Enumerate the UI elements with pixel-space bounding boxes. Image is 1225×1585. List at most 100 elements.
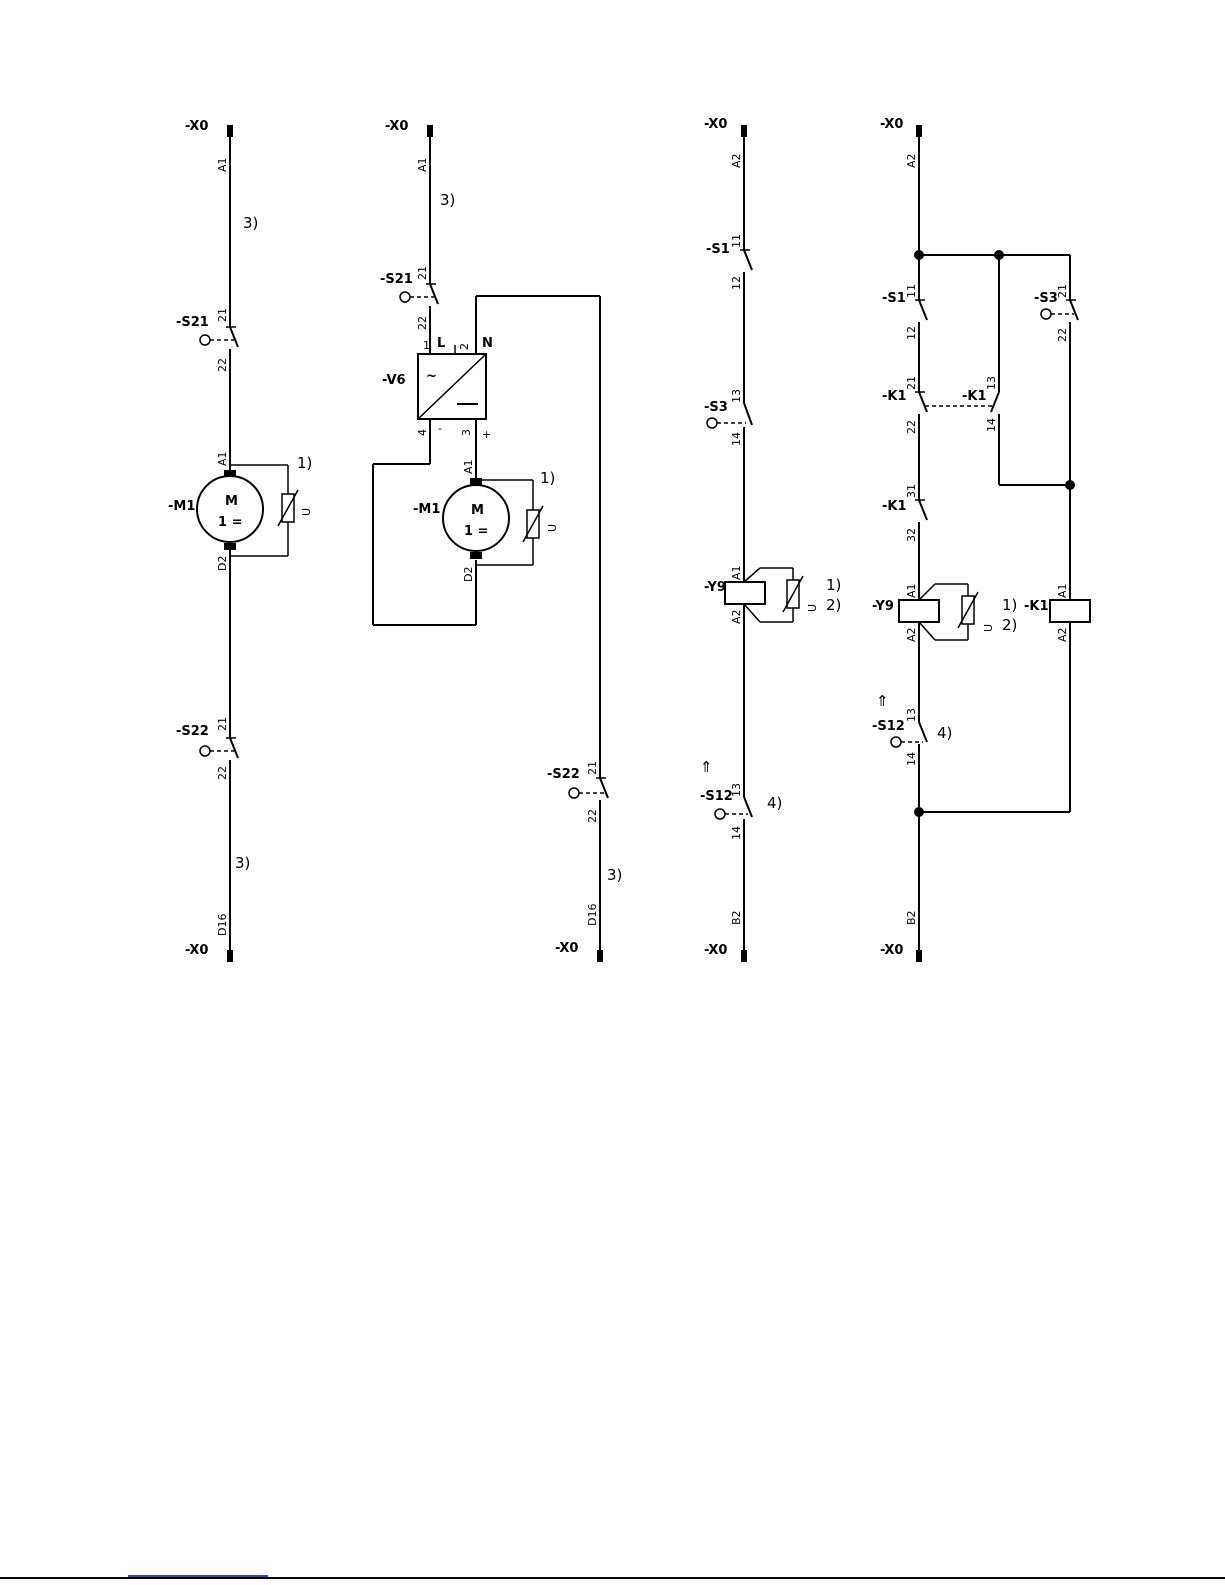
brake-coil-y9: -Y9 A1 A2 U 1) 2) bbox=[872, 583, 1017, 722]
varistor-label: U bbox=[546, 524, 559, 532]
varistor-label: U bbox=[300, 508, 313, 516]
motor-rating: 1 = bbox=[464, 524, 488, 539]
actuator-icon bbox=[890, 736, 902, 748]
svg-text:12: 12 bbox=[905, 326, 918, 340]
device-label: -M1 bbox=[168, 499, 195, 514]
pin-label: D2 bbox=[216, 556, 229, 571]
device-label: -S3 bbox=[1034, 291, 1058, 306]
device-label: -K1 bbox=[882, 499, 907, 514]
svg-text:14: 14 bbox=[730, 432, 743, 446]
svg-text:B2: B2 bbox=[730, 910, 743, 925]
contactor-k1-coil: -K1 A1 A2 bbox=[914, 583, 1091, 817]
switch-s3: -S3 13 14 bbox=[704, 389, 753, 582]
device-label: -S12 bbox=[872, 719, 905, 734]
limit-switch-s22: -S22 21 22 bbox=[176, 717, 239, 950]
terminal-label: -X0 bbox=[704, 943, 727, 958]
svg-text:+: + bbox=[482, 428, 491, 441]
svg-text:2: 2 bbox=[458, 343, 471, 350]
motor-m1: A1 -M1 M 1 = D2 U 1) bbox=[413, 459, 559, 582]
terminal-bottom bbox=[916, 950, 922, 962]
junction-dot bbox=[914, 250, 924, 260]
svg-text:14: 14 bbox=[905, 752, 918, 766]
note-3: 3) bbox=[440, 191, 455, 209]
note-2: 2) bbox=[826, 596, 841, 614]
junction-dot bbox=[1065, 480, 1075, 490]
pin-label: 21 bbox=[216, 308, 229, 322]
note-3: 3) bbox=[243, 214, 258, 232]
terminal-label: -X0 bbox=[185, 943, 208, 958]
device-label: -K1 bbox=[882, 389, 907, 404]
rectifier-v6: -V6 ~ 1 L 2 N 4 - 3 + bbox=[372, 295, 601, 778]
svg-text:14: 14 bbox=[985, 418, 998, 432]
note-3: 3) bbox=[235, 854, 250, 872]
svg-text:32: 32 bbox=[905, 528, 918, 542]
switch-s1: -S1 11 12 bbox=[882, 284, 928, 392]
circuit-4: -X0 A2 -S1 11 12 -S3 21 22 -K1 21 bbox=[872, 117, 1091, 962]
terminal-top bbox=[227, 125, 233, 137]
svg-text:21: 21 bbox=[905, 376, 918, 390]
svg-text:13: 13 bbox=[730, 783, 743, 797]
device-label: -V6 bbox=[382, 373, 406, 388]
up-arrow-icon: ⇑ bbox=[700, 758, 713, 776]
svg-text:22: 22 bbox=[1056, 328, 1069, 342]
svg-text:A1: A1 bbox=[730, 565, 743, 580]
circuit-3: -X0 A2 -S1 11 12 -S3 13 14 -Y9 A1 A2 bbox=[700, 117, 841, 962]
pin-label: 21 bbox=[416, 266, 429, 280]
pin-label: A1 bbox=[416, 157, 429, 172]
motor-icon bbox=[196, 475, 264, 543]
svg-text:11: 11 bbox=[730, 234, 743, 248]
pin-label: 21 bbox=[216, 717, 229, 731]
svg-text:3: 3 bbox=[460, 429, 473, 436]
contactor-k1-contacts: -K1 21 22 -K1 13 14 -K1 31 32 bbox=[882, 255, 1075, 600]
pin-label: 22 bbox=[216, 358, 229, 372]
device-label: -K1 bbox=[962, 389, 987, 404]
svg-text:A2: A2 bbox=[905, 153, 918, 168]
svg-text:13: 13 bbox=[985, 376, 998, 390]
coil-icon bbox=[1049, 599, 1091, 623]
coil-icon bbox=[898, 599, 940, 623]
svg-text:21: 21 bbox=[586, 761, 599, 775]
terminal-label: -X0 bbox=[185, 119, 208, 134]
svg-text:A1: A1 bbox=[905, 583, 918, 598]
pin-label: A1 bbox=[216, 157, 229, 172]
svg-text:N: N bbox=[482, 336, 493, 351]
varistor-label: U bbox=[806, 604, 819, 612]
device-label: -S3 bbox=[704, 400, 728, 415]
svg-text:4: 4 bbox=[416, 429, 429, 436]
note-1: 1) bbox=[1002, 596, 1017, 614]
actuator-icon bbox=[199, 745, 211, 757]
terminal-label: -X0 bbox=[555, 941, 578, 956]
switch-s12: ⇑ -S12 13 14 4) bbox=[872, 692, 952, 950]
terminal-label: -X0 bbox=[704, 117, 727, 132]
svg-text:21: 21 bbox=[1056, 284, 1069, 298]
footer-divider bbox=[0, 1577, 1225, 1579]
svg-text:D16: D16 bbox=[586, 904, 599, 926]
limit-switch-s22: -S22 21 22 bbox=[547, 761, 609, 950]
note-1: 1) bbox=[297, 454, 312, 472]
motor-m1: A1 -M1 M 1 = D2 U 1) bbox=[168, 451, 313, 738]
rectifier-icon bbox=[417, 353, 487, 420]
device-label: -M1 bbox=[413, 502, 440, 517]
terminal-bottom bbox=[741, 950, 747, 962]
svg-text:12: 12 bbox=[730, 276, 743, 290]
svg-text:-: - bbox=[438, 422, 442, 435]
svg-text:A1: A1 bbox=[462, 459, 475, 474]
limit-switch-s21: -S21 21 22 bbox=[176, 308, 239, 470]
svg-text:13: 13 bbox=[730, 389, 743, 403]
svg-text:14: 14 bbox=[730, 826, 743, 840]
actuator-icon bbox=[706, 417, 718, 429]
svg-text:A1: A1 bbox=[1056, 583, 1069, 598]
svg-text:A2: A2 bbox=[730, 609, 743, 624]
footer-link-underline[interactable] bbox=[128, 1575, 268, 1577]
note-4: 4) bbox=[937, 724, 952, 742]
circuit-2: -X0 A1 3) -S21 21 22 -V6 ~ 1 L 2 N bbox=[372, 119, 622, 962]
svg-text:A2: A2 bbox=[905, 627, 918, 642]
motor-letter: M bbox=[225, 494, 238, 509]
device-label: -S12 bbox=[700, 789, 733, 804]
svg-text:A2: A2 bbox=[1056, 627, 1069, 642]
pin-label: 22 bbox=[216, 766, 229, 780]
actuator-icon bbox=[399, 291, 411, 303]
note-2: 2) bbox=[1002, 616, 1017, 634]
svg-text:B2: B2 bbox=[905, 910, 918, 925]
